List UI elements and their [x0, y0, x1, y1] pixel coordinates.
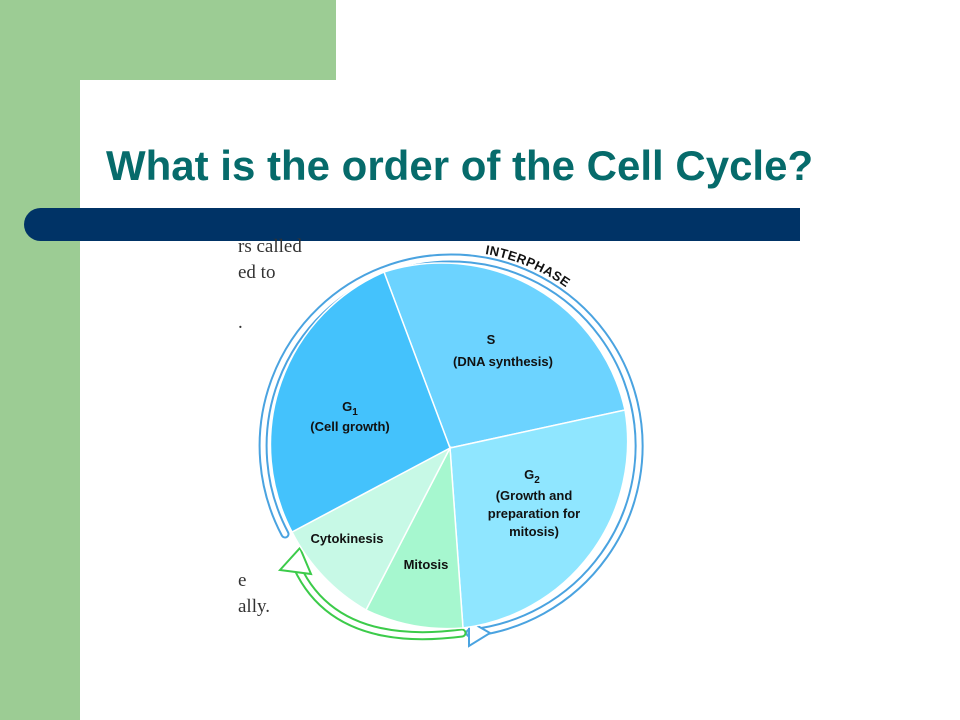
scanned-text-fragment: ed to — [238, 262, 276, 283]
phase-label-cytokinesis: Cytokinesis — [311, 531, 384, 546]
phase-label-mitosis: Mitosis — [404, 557, 449, 572]
mitotic-arrow-inner — [291, 557, 465, 639]
scanned-text-fragment: rs called — [238, 236, 302, 257]
scanned-text-fragment: . — [238, 312, 243, 333]
phase-desc-s: (DNA synthesis) — [453, 354, 553, 369]
title-underline-bar — [24, 208, 800, 241]
green-sidebar-band — [0, 0, 80, 720]
phase-label-s: S — [487, 332, 496, 347]
phase-wedge-g1 — [269, 270, 451, 534]
slide-title: What is the order of the Cell Cycle? — [106, 142, 814, 189]
phase-desc-g2-line1: (Growth and — [496, 488, 573, 503]
phase-label-g2-letter: G — [524, 467, 534, 482]
phase-desc-g1: (Cell growth) — [310, 419, 389, 434]
interphase-arrowhead — [468, 619, 492, 648]
phase-wedge-cytokinesis — [290, 446, 452, 612]
phase-label-g2: G2 — [524, 467, 540, 486]
phase-label-g1-letter: G — [342, 399, 352, 414]
phase-label-g1-sub: 1 — [352, 407, 358, 418]
scanned-text-fragment: e — [238, 570, 247, 591]
content-corner — [80, 80, 220, 220]
interphase-arrow-inner — [260, 255, 642, 636]
phase-label-g1: G1 — [342, 399, 358, 418]
scanned-text-fragment: ally. — [238, 596, 271, 617]
phase-wedge-g2 — [449, 409, 629, 629]
phase-label-g2-sub: 2 — [534, 475, 540, 486]
green-top-block — [80, 0, 336, 80]
phase-wedge-s — [383, 262, 626, 449]
phase-desc-g2-line2: preparation for — [488, 506, 580, 521]
phase-wedge-mitosis — [364, 445, 464, 630]
mitotic-arrowhead — [277, 546, 313, 576]
phase-desc-g2-line3: mitosis) — [509, 524, 559, 539]
